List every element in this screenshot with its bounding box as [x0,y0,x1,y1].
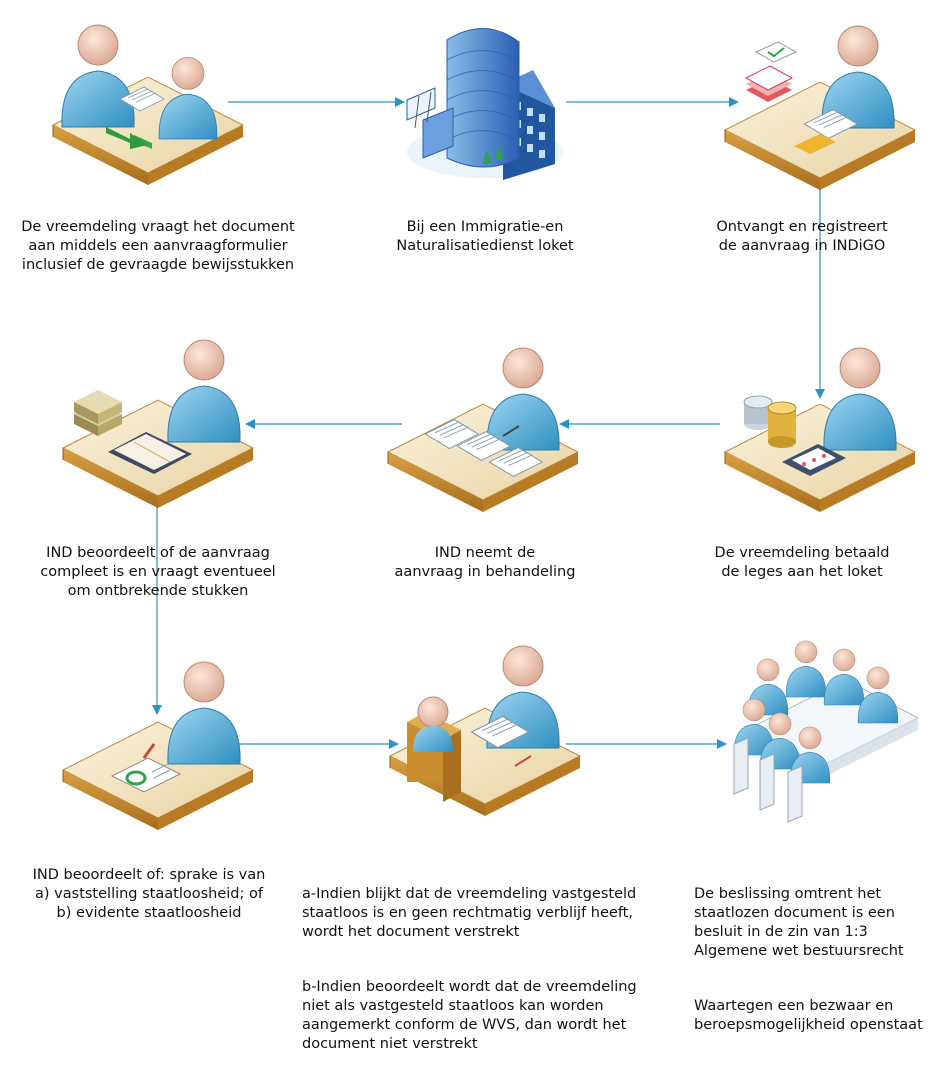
step-aanvraag-label: De vreemdeling vraagt het document aan m… [21,219,295,273]
clerk-with-coins-calculator-icon [724,347,916,513]
clerk-handing-document-icon [389,645,581,817]
step-behandeling-label: IND neemt de aanvraag in behandeling [394,545,576,580]
besluit-appeal-text: Waartegen een bezwaar en beroepsmogelijk… [694,998,923,1033]
flow-arrows [152,97,825,749]
meeting-committee-icon [733,640,920,823]
verstrekking-option-a: a-Indien blijkt dat de vreemdeling vastg… [302,886,637,940]
clerk-with-books-icon [62,339,254,509]
office-building-icon [406,28,563,180]
step-loket-label: Bij een Immigratie-en Naturalisatiediens… [396,219,574,254]
clerk-checking-document-icon [62,661,254,831]
clerk-registering-icon [724,25,916,191]
step-compleet-label: IND beoordeelt of de aanvraag compleet i… [40,545,276,599]
clerk-with-papers-icon [387,347,579,513]
process-flow-diagram [52,24,920,831]
besluit-decision-text: De beslissing omtrent het staatlozen doc… [694,886,904,959]
step-verstrekking-label: a-Indien blijkt dat de vreemdeling vastg… [302,866,674,1073]
step-leges-label: De vreemdeling betaald de leges aan het … [714,545,890,580]
step-registratie-label: Ontvangt en registreert de aanvraag in I… [716,219,888,254]
step-besluit-label: De beslissing omtrent het staatlozen doc… [694,866,942,1054]
step-beoordeling-label: IND beoordeelt of: sprake is van a) vast… [32,867,266,921]
verstrekking-option-b: b-Indien beoordeelt wordt dat de vreemde… [302,979,637,1052]
person-submitting-form-icon [52,24,244,186]
